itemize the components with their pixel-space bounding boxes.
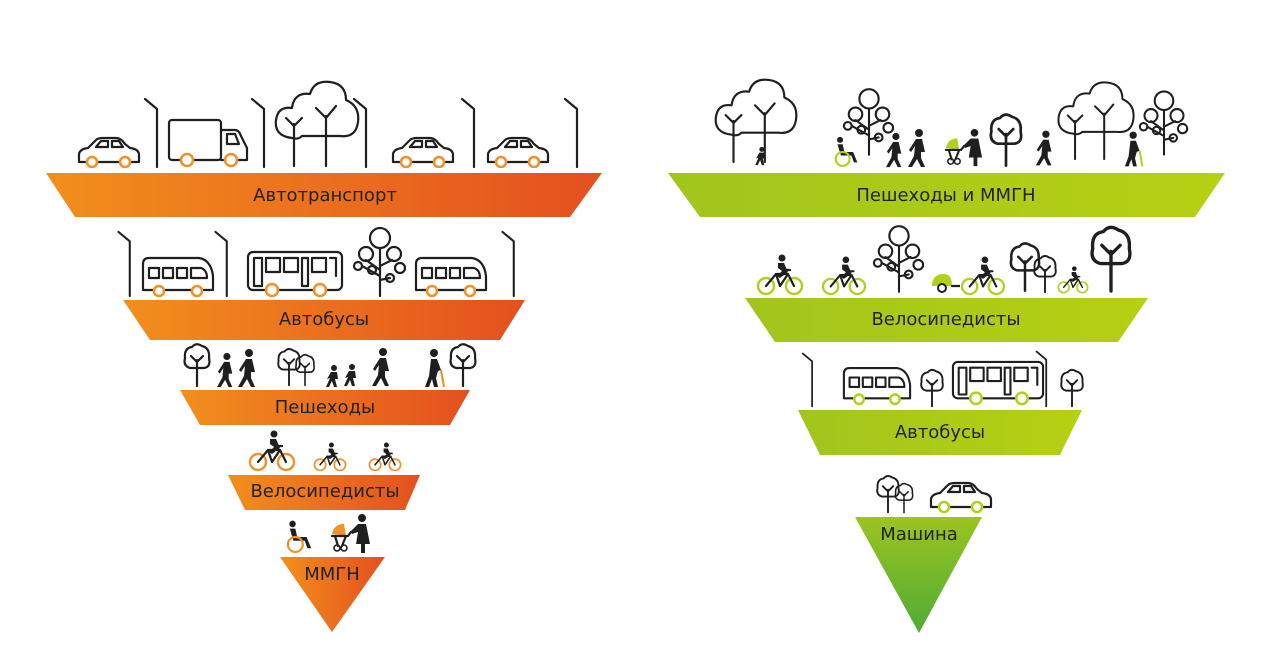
- left-pyramid: Автотранспорт Автобусы: [46, 80, 602, 632]
- left-level-reduced-mobility: ММГН: [280, 514, 385, 632]
- wheelchair-icon: [286, 520, 313, 554]
- street-lamp-icon: [501, 230, 515, 298]
- pedestrian-icon: [908, 129, 925, 167]
- tree-icon: [274, 80, 360, 168]
- tree-icon: [352, 226, 407, 298]
- elderly-pedestrian-icon: [1124, 130, 1144, 168]
- cyclist-icon: [960, 256, 1006, 296]
- level-label: Пешеходы и ММГН: [856, 185, 1035, 206]
- band-shape: [123, 300, 525, 340]
- street-lamp-icon: [250, 97, 266, 169]
- street-lamp-icon: [460, 97, 476, 169]
- triangle-shape: [280, 557, 385, 632]
- level-label: Автобусы: [279, 309, 369, 330]
- car-icon: [486, 136, 550, 168]
- bus-icon: [246, 250, 344, 298]
- tree-icon: [183, 343, 211, 388]
- pedestrian-icon: [238, 349, 255, 387]
- pedestrian-icon: [217, 352, 233, 388]
- tree-icon: [989, 113, 1023, 168]
- parent-with-stroller-icon: [944, 128, 984, 168]
- level-label: Машина: [880, 524, 958, 545]
- level-label: Велосипедисты: [871, 309, 1020, 330]
- car-icon: [391, 136, 455, 168]
- wheelchair-icon: [834, 136, 859, 167]
- tree-icon: [920, 368, 944, 408]
- band-shape: [228, 475, 420, 510]
- cyclist-icon: [313, 442, 347, 472]
- street-lamp-icon: [563, 97, 579, 169]
- cyclist-icon: [248, 430, 296, 472]
- pedestrian-icon: [886, 132, 902, 168]
- level-label: Автотранспорт: [253, 185, 397, 206]
- minibus-icon: [141, 256, 215, 298]
- level-label: Пешеходы: [275, 397, 375, 418]
- street-lamp-icon: [214, 230, 228, 298]
- pedestrian-icon: [1035, 130, 1052, 166]
- car-icon: [929, 481, 993, 514]
- cyclist-icon: [821, 256, 867, 296]
- band-shape: [668, 173, 1225, 217]
- right-level-car: Машина: [855, 475, 993, 633]
- minibus-icon: [842, 366, 912, 406]
- level-label: ММГН: [304, 564, 360, 585]
- left-level-buses: Автобусы: [117, 226, 525, 340]
- level-label: Велосипедисты: [250, 481, 399, 502]
- level-label: Автобусы: [895, 422, 985, 443]
- right-pyramid: Пешеходы и ММГН Велосипедисты: [668, 78, 1225, 633]
- tree-icon: [1090, 225, 1132, 293]
- elderly-pedestrian-icon: [424, 348, 446, 388]
- child-icon: [326, 365, 338, 387]
- pedestrian-icon: [372, 348, 389, 386]
- cyclist-icon: [1057, 266, 1089, 294]
- tree-icon: [1138, 90, 1189, 156]
- bike-trailer-icon: [930, 272, 960, 294]
- cyclist-icon: [368, 442, 402, 472]
- band-shape: [46, 173, 602, 217]
- right-level-cyclists: Велосипедисты: [745, 225, 1148, 342]
- street-lamp-icon: [801, 352, 814, 408]
- car-icon: [77, 136, 141, 168]
- parent-with-stroller-icon: [330, 514, 372, 554]
- tree-icon: [1060, 368, 1084, 408]
- bus-icon: [951, 360, 1045, 406]
- band-shape: [180, 390, 470, 425]
- street-lamp-icon: [143, 97, 159, 169]
- left-level-cyclists: Велосипедисты: [228, 430, 420, 510]
- truck-icon: [167, 118, 249, 168]
- tree-icon: [1057, 81, 1135, 161]
- street-lamp-icon: [117, 230, 131, 298]
- tree-icon: [714, 78, 798, 164]
- minibus-icon: [414, 256, 488, 298]
- tree-icon: [1033, 255, 1057, 294]
- tree-icon: [449, 343, 477, 388]
- tree-icon: [842, 87, 895, 157]
- triangle-shape: [855, 517, 982, 633]
- left-level-cars: Автотранспорт: [46, 80, 602, 217]
- right-level-buses: Автобусы: [798, 350, 1084, 455]
- band-shape: [798, 410, 1082, 455]
- cyclist-icon: [756, 254, 804, 296]
- left-level-pedestrians: Пешеходы: [180, 343, 477, 425]
- band-shape: [745, 298, 1148, 342]
- tree-icon: [872, 225, 925, 293]
- child-icon: [344, 364, 356, 386]
- right-level-pedestrians: Пешеходы и ММГН: [668, 78, 1225, 217]
- child-icon: [755, 146, 766, 166]
